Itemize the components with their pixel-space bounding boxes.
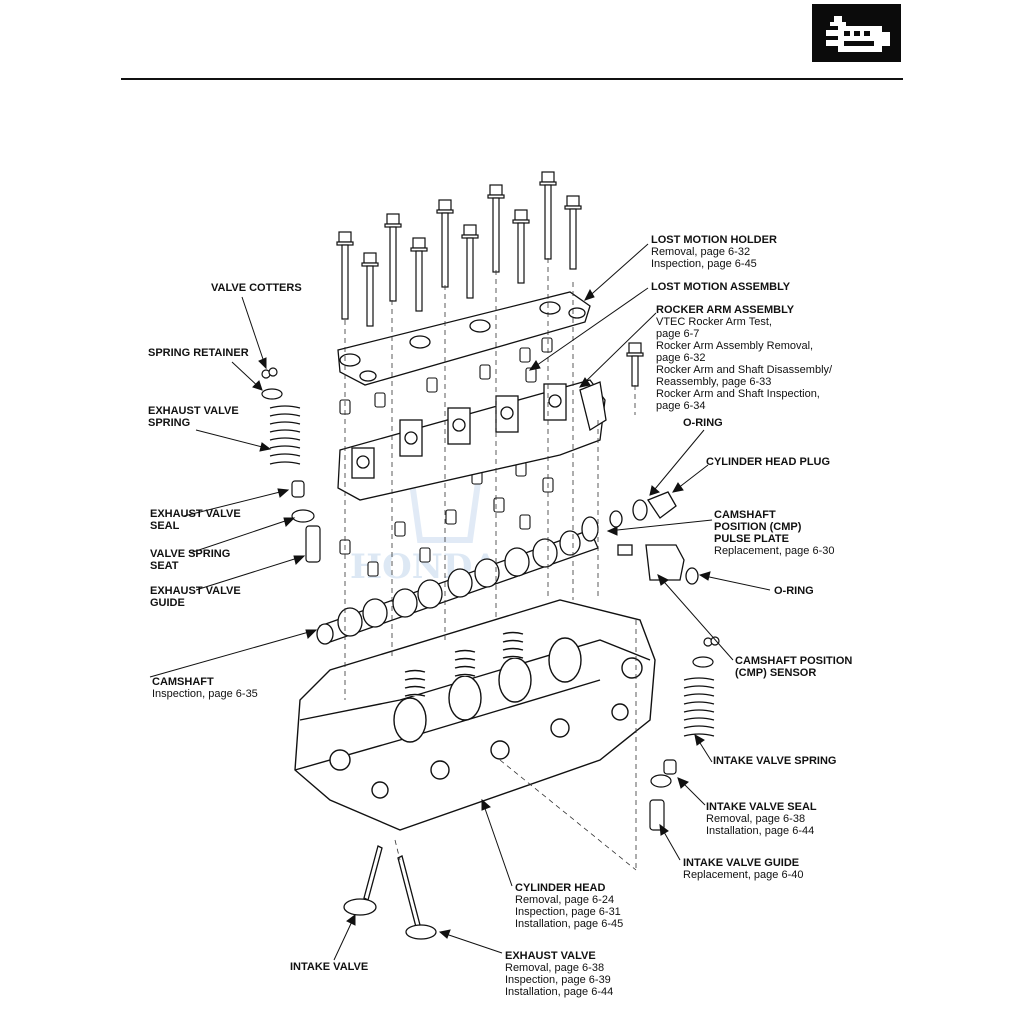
label-rocker-arm-assembly: ROCKER ARM ASSEMBLY VTEC Rocker Arm Test… (656, 304, 833, 412)
camshaft (316, 529, 599, 645)
alignment-lines (344, 258, 637, 871)
label-o-ring-top: O-RING (683, 417, 723, 429)
bolts (336, 171, 644, 387)
cmp-pulse-plate (581, 516, 599, 542)
cylinder-head (294, 599, 656, 831)
lost-motion-holder (337, 291, 591, 386)
label-exhaust-valve: EXHAUST VALVE Removal, page 6-38 Inspect… (505, 950, 614, 998)
label-intake-valve-seal: INTAKE VALVE SEAL Removal, page 6-38 Ins… (706, 801, 817, 837)
label-o-ring-bottom: O-RING (774, 585, 814, 597)
label-cmp-sensor: CAMSHAFT POSITION (CMP) SENSOR (735, 655, 853, 679)
cylinder-head-plug (647, 491, 677, 519)
cmp-parts (581, 491, 699, 585)
label-intake-valve: INTAKE VALVE (290, 961, 369, 973)
label-valve-cotters: VALVE COTTERS (211, 282, 302, 294)
label-cylinder-head: CYLINDER HEAD Removal, page 6-24 Inspect… (515, 882, 624, 930)
label-exhaust-valve-spring: EXHAUST VALVE SPRING (148, 405, 239, 429)
intake-valve-head (343, 898, 377, 916)
label-lost-motion-holder: LOST MOTION HOLDER Removal, page 6-32 In… (651, 234, 777, 270)
label-exhaust-valve-seal: EXHAUST VALVE SEAL (150, 508, 241, 532)
o-ring-top (632, 499, 648, 521)
label-lost-motion-assembly: LOST MOTION ASSEMBLY (651, 281, 791, 293)
o-ring-bottom (685, 567, 699, 585)
exhaust-valve-stem (397, 855, 421, 928)
label-spring-retainer: SPRING RETAINER (148, 347, 249, 359)
label-intake-valve-spring: INTAKE VALVE SPRING (713, 755, 837, 767)
lost-motion-assemblies (339, 337, 554, 577)
cmp-sensor (645, 544, 685, 581)
intake-valve-stack (649, 636, 720, 831)
leader-lines (149, 243, 771, 961)
label-valve-spring-seat: VALVE SPRING SEAT (150, 548, 231, 572)
label-exhaust-valve-guide: EXHAUST VALVE GUIDE (150, 585, 241, 609)
label-cmp-pulse-plate: CAMSHAFT POSITION (CMP) PULSE PLATE Repl… (714, 509, 835, 557)
engine-icon (812, 4, 901, 62)
label-cylinder-head-plug: CYLINDER HEAD PLUG (706, 456, 831, 468)
valves (343, 845, 437, 940)
label-intake-valve-guide: INTAKE VALVE GUIDE Replacement, page 6-4… (683, 857, 804, 881)
rocker-arm-assembly (337, 379, 607, 501)
header-rule (121, 78, 903, 80)
exhaust-valve-head (405, 924, 437, 940)
intake-valve-stem (363, 845, 383, 901)
exhaust-valve-stack (261, 367, 321, 563)
label-camshaft: CAMSHAFT Inspection, page 6-35 (152, 676, 258, 700)
